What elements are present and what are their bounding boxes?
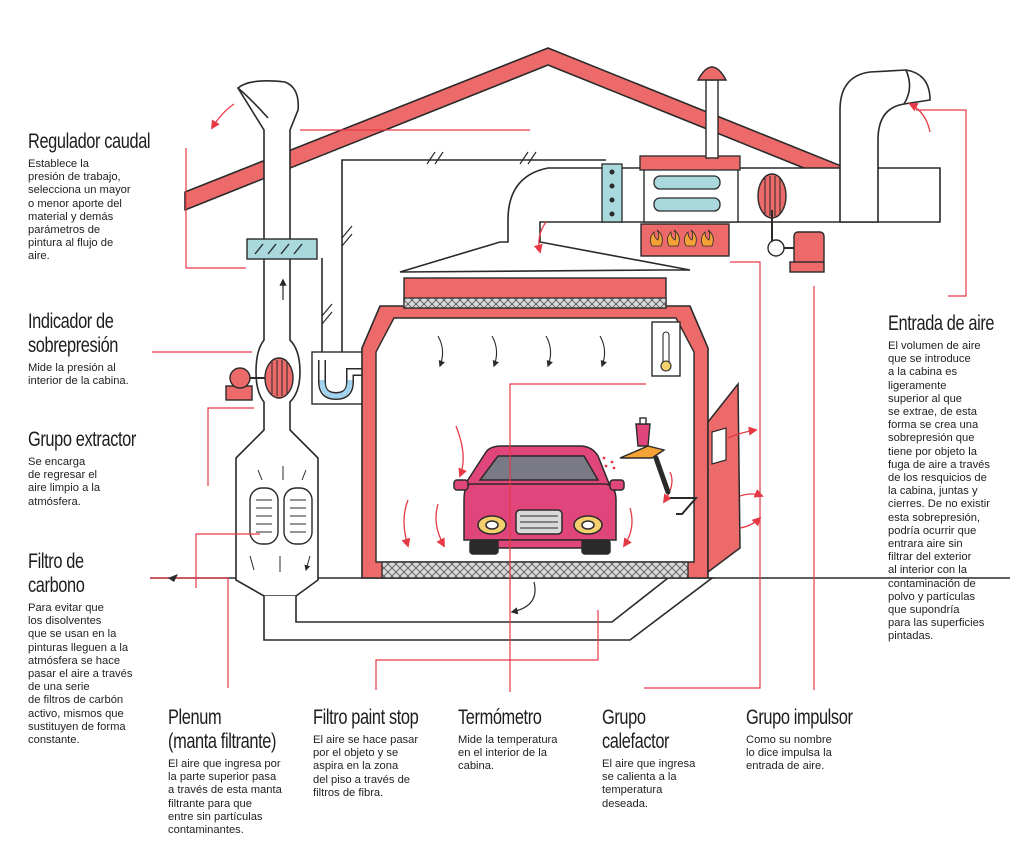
label-filtro-carbono: Filtro de carbono Para evitar que los di… [28, 550, 132, 747]
carbon-filter [249, 466, 313, 572]
paint-stop-title: Filtro paint stop [313, 706, 419, 729]
plenum-text: El aire que ingresa por la parte superio… [168, 758, 282, 837]
plenum-title-2: (manta filtrante) [168, 730, 277, 753]
termometro-text: Mide la temperatura en el interior de la… [458, 734, 558, 773]
termometro-title: Termómetro [458, 706, 542, 729]
indicador-title-2: sobrepresión [28, 334, 119, 357]
air-damper [601, 163, 623, 223]
impulsor-text: Como su nombre lo dice impulsa la entrad… [746, 734, 832, 773]
filtro-carbono-text: Para evitar que los disolventes que se u… [28, 602, 133, 747]
impulsor-title: Grupo impulsor [746, 706, 853, 729]
extractor-title: Grupo extractor [28, 428, 136, 451]
spray-gun [602, 417, 699, 515]
extractor-text: Se encarga de regresar el aire limpio a … [28, 456, 101, 508]
red-flow-arrows [211, 103, 931, 554]
airflow-arrows [437, 335, 607, 368]
label-entrada: Entrada de aire El volumen de aire que s… [888, 312, 1024, 644]
cabin-door [707, 381, 741, 574]
label-paint-stop: Filtro paint stop El aire se hace pasar … [313, 706, 448, 800]
entrada-title: Entrada de aire [888, 312, 995, 335]
regulador-title: Regulador caudal [28, 130, 151, 153]
label-termometro: Termómetro Mide la temperatura en el int… [458, 706, 565, 774]
label-impulsor: Grupo impulsor Como su nombre lo dice im… [746, 706, 883, 774]
calefactor-title-2: calefactor [602, 730, 670, 753]
plenum-title-1: Plenum [168, 706, 222, 729]
extractor-fan [225, 357, 294, 401]
indicador-title-1: Indicador de [28, 310, 114, 333]
label-calefactor: Grupo calefactor El aire que ingresa se … [602, 706, 695, 811]
exhaust-duct [235, 80, 319, 597]
flow-regulator [246, 238, 318, 260]
indicador-text: Mide la presión al interior de la cabina… [28, 362, 129, 388]
label-indicador: Indicador de sobrepresión Mide la presió… [28, 310, 143, 388]
calefactor-title-1: Grupo [602, 706, 646, 729]
label-regulador: Regulador caudal Establece la presión de… [28, 130, 185, 264]
filtro-carbono-title-1: Filtro de [28, 550, 84, 573]
intake-duct [839, 69, 931, 223]
filtro-carbono-title-2: carbono [28, 574, 85, 597]
heater-unit [639, 66, 741, 257]
calefactor-text: El aire que ingresa se calienta a la tem… [602, 758, 696, 810]
return-duct [263, 577, 715, 641]
paint-stop-text: El aire se hace pasar por el objeto y se… [313, 734, 419, 799]
regulador-text: Establece la presión de trabajo, selecci… [28, 158, 131, 263]
car [453, 445, 625, 555]
paint-stop-filter [381, 561, 689, 579]
label-plenum: Plenum (manta filtrante) El aire que ing… [168, 706, 307, 837]
label-extractor: Grupo extractor Se encarga de regresar e… [28, 428, 166, 509]
entrada-text: El volumen de aire que se introduce a la… [888, 340, 990, 643]
thermometer [651, 321, 681, 377]
leader-lines [150, 109, 967, 692]
impeller-fan [757, 173, 825, 273]
